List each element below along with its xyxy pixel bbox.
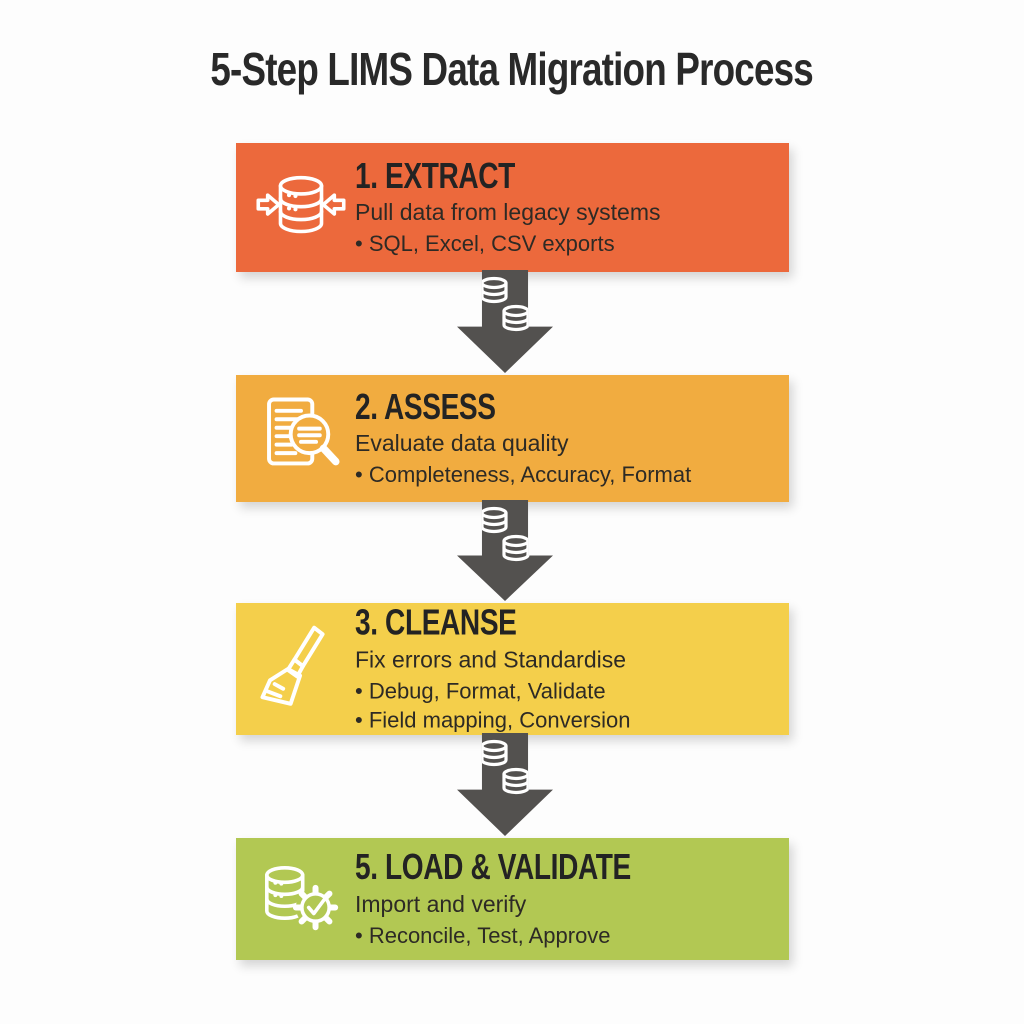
step-copy: 3. CLEANSE Fix errors and Standardise • …	[355, 601, 631, 735]
broom-icon	[254, 622, 348, 716]
step-subtitle: Pull data from legacy systems	[355, 199, 661, 226]
document-magnifier-icon	[254, 392, 348, 486]
step-copy: 5. LOAD & VALIDATE Import and verify • R…	[355, 848, 709, 950]
step-bullet: • SQL, Excel, CSV exports	[355, 231, 615, 257]
step-heading: 5. LOAD & VALIDATE	[355, 848, 709, 886]
step-bullet: • Completeness, Accuracy, Format	[355, 462, 692, 488]
down-arrow-connector	[457, 270, 553, 373]
database-transfer-icon	[480, 506, 530, 562]
step-subtitle: Evaluate data quality	[355, 430, 569, 457]
down-arrow-connector	[457, 733, 553, 836]
step-extract-band: 1. EXTRACT Pull data from legacy systems…	[236, 143, 789, 272]
page-title: 5-Step LIMS Data Migration Process	[210, 43, 814, 95]
database-transfer-icon	[480, 276, 530, 332]
database-transfer-icon	[480, 739, 530, 795]
step-bullet: • Reconcile, Test, Approve	[355, 922, 611, 948]
step-subtitle: Fix errors and Standardise	[355, 646, 627, 673]
step-cleanse-band: 3. CLEANSE Fix errors and Standardise • …	[236, 603, 789, 735]
step-heading-text: 1. EXTRACT	[355, 154, 515, 196]
step-bullet: • Field mapping, Conversion	[355, 707, 631, 733]
step-copy: 2. ASSESS Evaluate data quality • Comple…	[355, 385, 692, 490]
database-gear-check-icon	[254, 852, 348, 946]
database-extract-icon	[254, 161, 348, 255]
step-heading: 1. EXTRACT	[355, 154, 661, 196]
step-heading-text: 5. LOAD & VALIDATE	[355, 846, 631, 888]
step-heading-text: 2. ASSESS	[355, 385, 496, 427]
step-assess-band: 2. ASSESS Evaluate data quality • Comple…	[236, 375, 789, 502]
down-arrow-connector	[457, 500, 553, 601]
page-title-wrap: 5-Step LIMS Data Migration Process	[0, 42, 1024, 96]
step-copy: 1. EXTRACT Pull data from legacy systems…	[355, 154, 661, 259]
step-subtitle: Import and verify	[355, 890, 527, 917]
step-bullet: • Debug, Format, Validate	[355, 678, 606, 704]
step-heading: 2. ASSESS	[355, 385, 691, 427]
step-heading: 3. CLEANSE	[355, 601, 631, 643]
step-heading-text: 3. CLEANSE	[355, 601, 517, 643]
step-load-validate-band: 5. LOAD & VALIDATE Import and verify • R…	[236, 838, 789, 960]
